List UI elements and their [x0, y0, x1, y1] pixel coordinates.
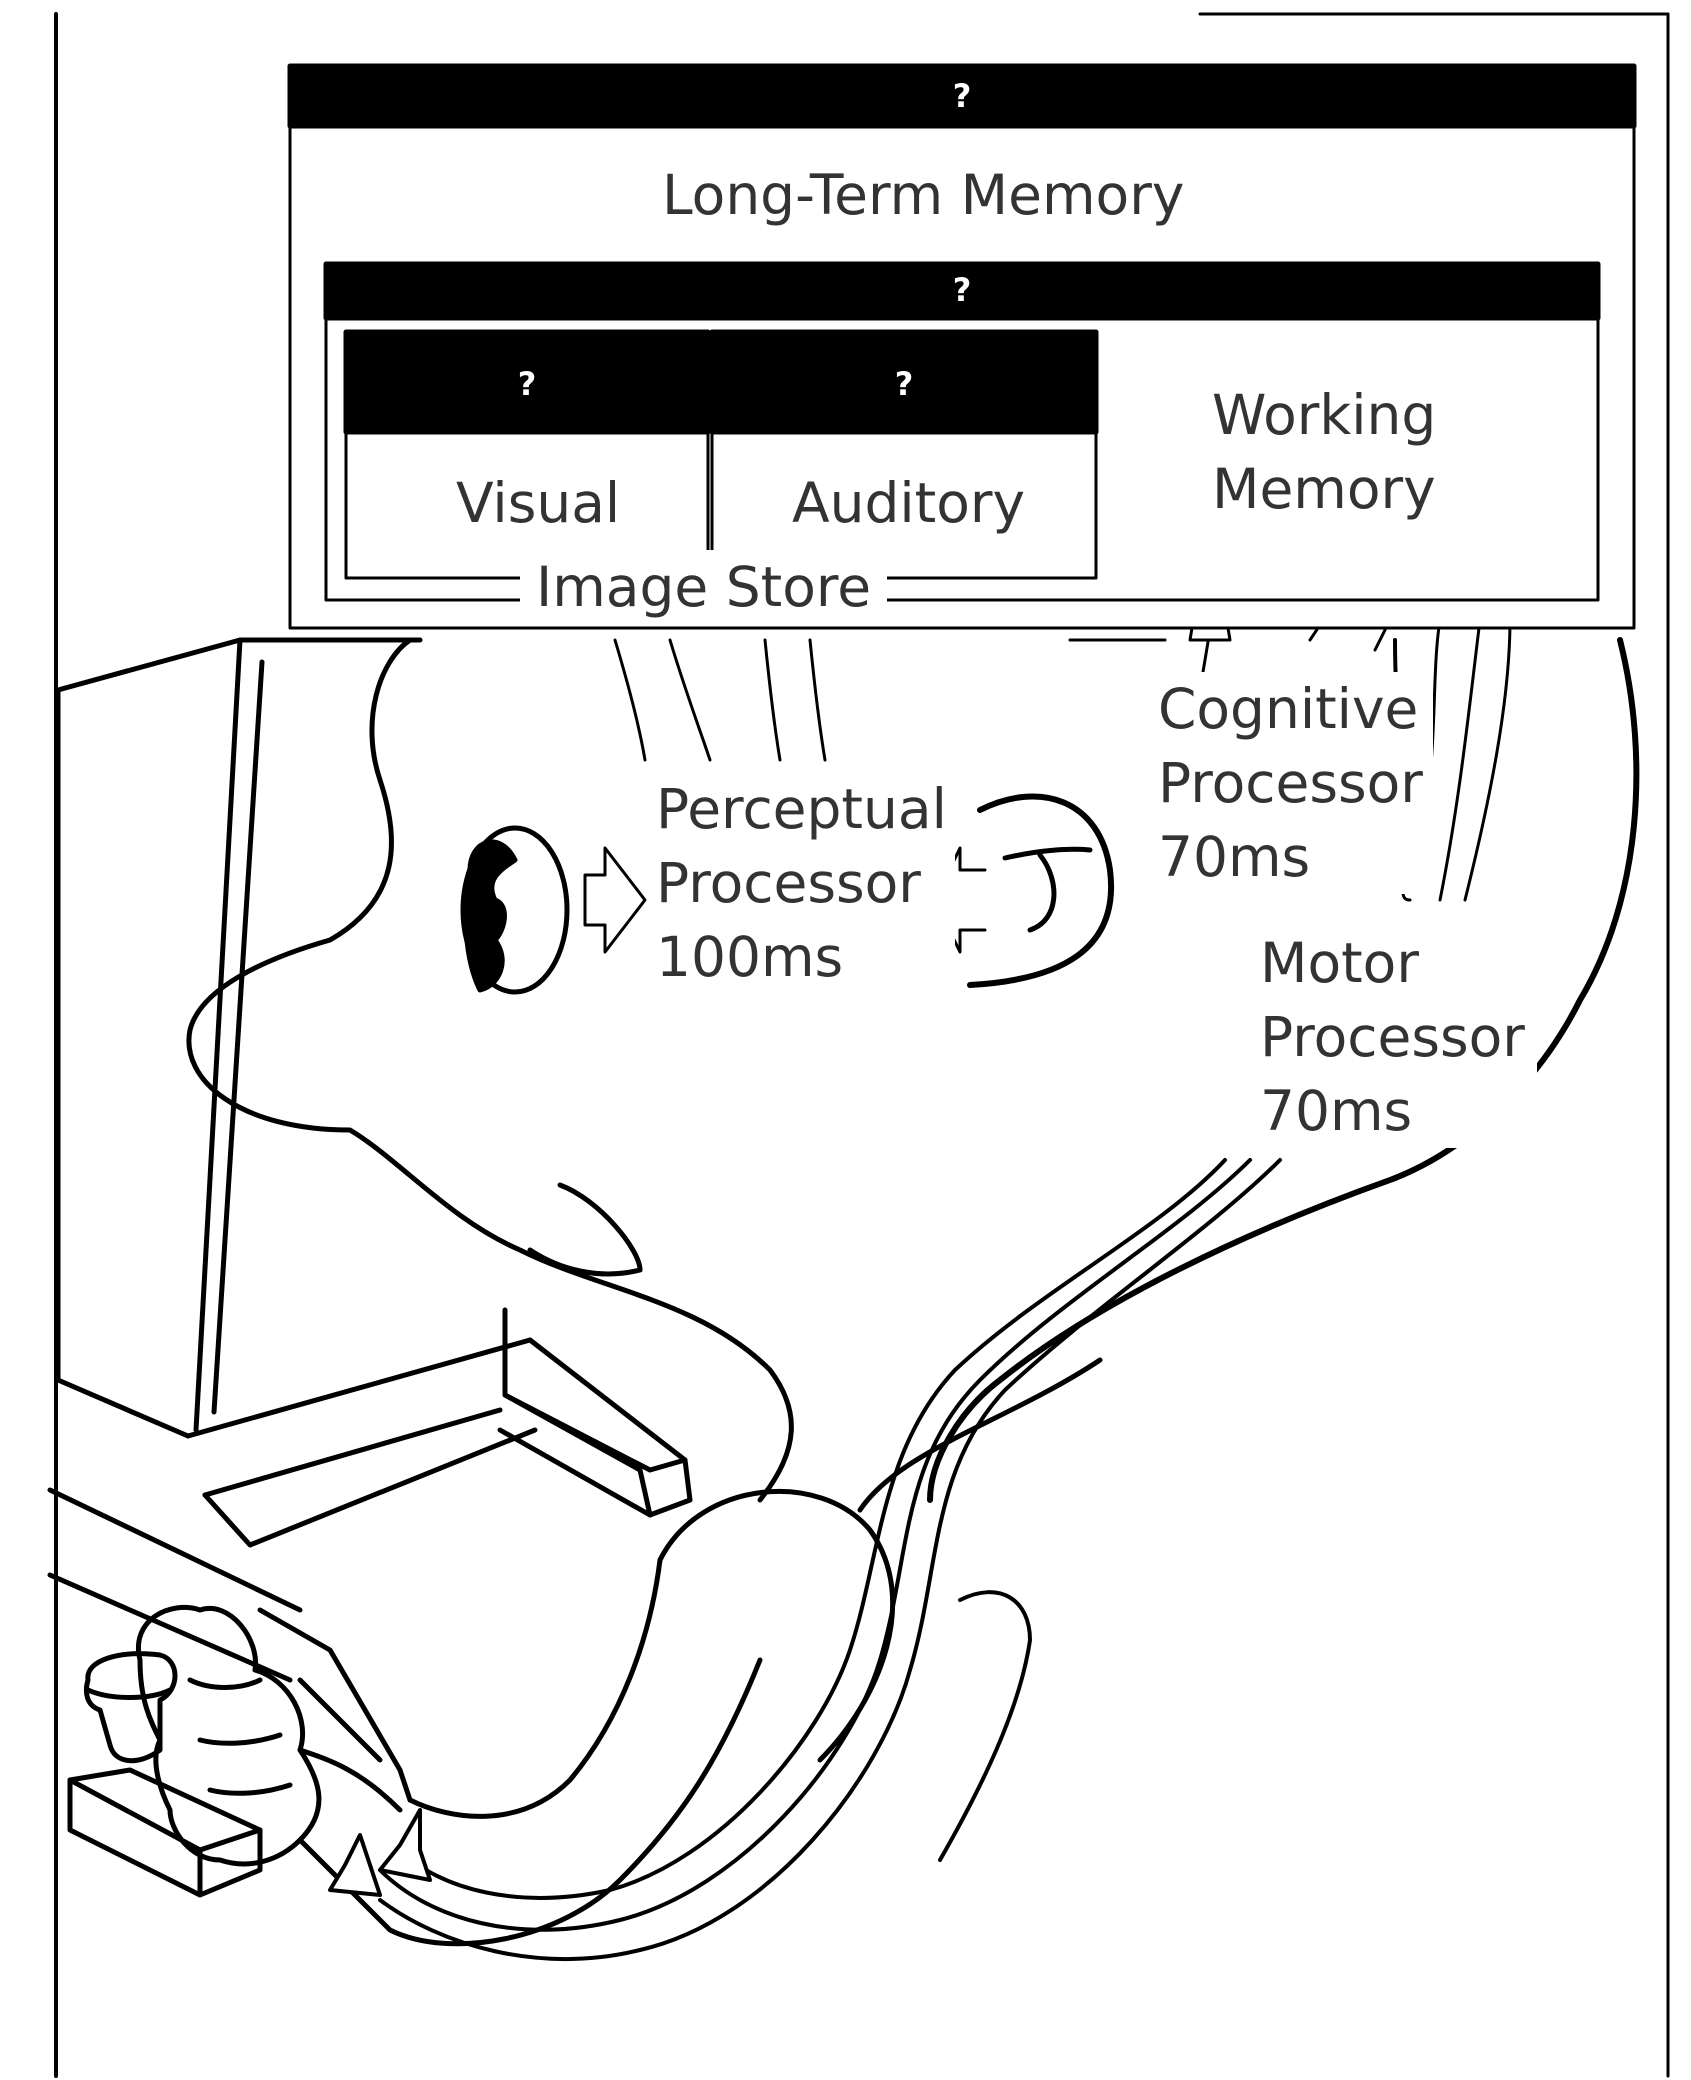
- auditory-store-box: [709, 329, 1099, 580]
- sensory-channels: [613, 638, 827, 762]
- visual-store-box: [343, 329, 711, 580]
- perceptual-processor-time: 100ms: [656, 925, 844, 989]
- long-term-memory-header: ?: [952, 77, 972, 115]
- cognitive-processor-time: 70ms: [1158, 825, 1311, 889]
- perceptual-processor-line1: Perceptual: [656, 777, 947, 841]
- motor-processor-line1: Motor: [1260, 931, 1419, 995]
- visual-store-header: ?: [517, 365, 537, 403]
- hand: [135, 1604, 403, 1867]
- perceptual-processor-label: Perceptual Processor 100ms: [648, 772, 955, 994]
- working-memory-label: Working Memory: [1212, 378, 1436, 526]
- motor-channel: [328, 1158, 1282, 1962]
- monitor: [47, 637, 693, 1683]
- working-memory-label-line1: Working: [1212, 383, 1437, 447]
- eye: [460, 825, 570, 995]
- ear: [967, 793, 1115, 988]
- input-device: [67, 1607, 413, 1898]
- motor-processor-label: Motor Processor 70ms: [1248, 926, 1537, 1148]
- cognitive-processor-line2: Processor: [1158, 751, 1423, 815]
- perceptual-processor-line2: Processor: [656, 851, 921, 915]
- auditory-store-header: ?: [894, 365, 914, 403]
- motor-processor-line2: Processor: [1260, 1005, 1525, 1069]
- motor-processor-time: 70ms: [1260, 1079, 1413, 1143]
- visual-store-label: Visual: [456, 471, 621, 535]
- auditory-store-label: Auditory: [792, 471, 1026, 535]
- image-store-label: Image Store: [520, 550, 888, 624]
- eye-to-perceptual-arrow: [583, 846, 647, 954]
- cognitive-processor-label: Cognitive Processor 70ms: [1148, 672, 1433, 894]
- long-term-memory-label: Long-Term Memory: [662, 163, 1185, 227]
- cognitive-processor-line1: Cognitive: [1158, 677, 1419, 741]
- working-memory-header: ?: [952, 271, 972, 309]
- working-memory-label-line2: Memory: [1212, 457, 1436, 521]
